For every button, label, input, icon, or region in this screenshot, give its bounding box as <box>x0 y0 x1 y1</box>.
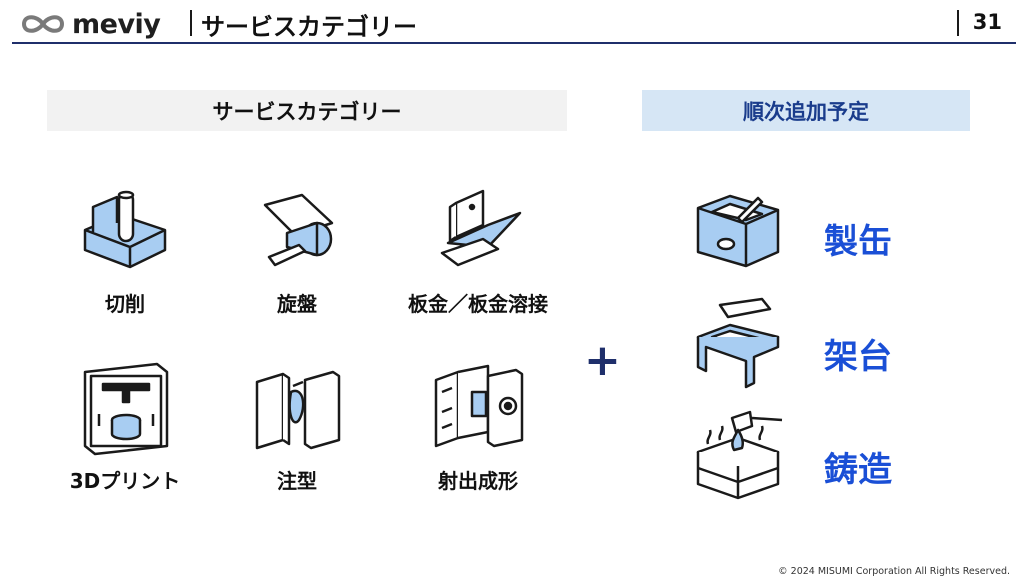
casting-mold-icon <box>255 370 341 450</box>
category-label: 切削 <box>105 292 145 316</box>
planned-frame-stand[interactable]: 架台 <box>690 295 990 395</box>
page-title: サービスカテゴリー <box>201 13 417 41</box>
can-making-icon <box>696 194 780 268</box>
cutting-icon <box>83 190 167 269</box>
logo-text: meviy <box>72 8 161 40</box>
foundry-icon <box>696 410 783 500</box>
sheet-metal-icon <box>440 189 522 267</box>
planned-label: 製缶 <box>824 222 892 262</box>
page-number: 31 <box>972 10 1002 34</box>
category-3d-print[interactable]: 3Dプリント <box>40 362 210 494</box>
planned-can-making[interactable]: 製缶 <box>690 178 990 278</box>
header: meviy サービスカテゴリー 31 <box>0 0 1024 46</box>
frame-stand-icon <box>696 297 780 389</box>
planned-heading: 順次追加予定 <box>642 90 970 131</box>
category-label: 射出成形 <box>438 469 518 493</box>
category-label: 旋盤 <box>277 292 317 316</box>
category-casting-mold[interactable]: 注型 <box>212 362 382 494</box>
planned-label: 鋳造 <box>824 450 892 490</box>
planned-label: 架台 <box>824 337 892 377</box>
infinity-logo-icon <box>21 15 65 33</box>
category-label: 3Dプリント <box>69 469 181 493</box>
category-label: 注型 <box>277 469 317 493</box>
category-heading: サービスカテゴリー <box>47 90 567 131</box>
meviy-logo[interactable]: meviy <box>20 7 161 41</box>
category-label: 板金／板金溶接 <box>408 292 548 316</box>
planned-foundry[interactable]: 鋳造 <box>690 408 990 508</box>
lathe-icon <box>263 193 334 267</box>
category-sheet-metal[interactable]: 板金／板金溶接 <box>393 185 563 317</box>
page-number-separator <box>957 10 959 36</box>
copyright: © 2024 MISUMI Corporation All Rights Res… <box>778 566 1010 577</box>
category-injection-molding[interactable]: 射出成形 <box>393 362 563 494</box>
header-separator <box>190 10 192 36</box>
injection-molding-icon <box>434 364 524 448</box>
header-rule <box>12 42 1016 44</box>
3d-printer-icon <box>83 362 169 456</box>
category-cutting[interactable]: 切削 <box>40 185 210 317</box>
plus-icon: + <box>584 335 621 386</box>
category-lathe[interactable]: 旋盤 <box>212 185 382 317</box>
